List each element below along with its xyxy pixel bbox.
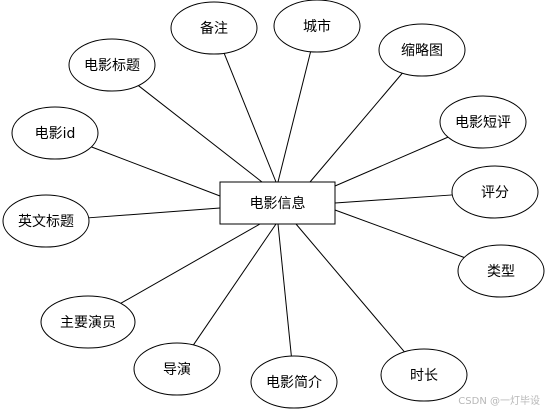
attribute-ellipse	[40, 295, 136, 349]
attribute-ellipse	[378, 23, 466, 77]
attribute-node-director: 导演	[133, 342, 221, 396]
edge-city	[277, 51, 312, 183]
watermark: CSDN @一灯毕设	[458, 396, 540, 407]
attribute-label: 城市	[303, 18, 331, 35]
attribute-ellipse	[439, 95, 527, 149]
attribute-node-city: 城市	[273, 0, 361, 53]
edge-movie-title	[138, 85, 263, 183]
attribute-ellipse	[68, 38, 156, 92]
entity-node: 电影信息	[219, 181, 336, 225]
edge-cast	[120, 223, 261, 304]
attribute-ellipse	[133, 342, 221, 396]
attribute-node-thumbnail: 缩略图	[378, 23, 466, 77]
attribute-label: 电影id	[35, 126, 76, 142]
edge-thumbnail	[309, 72, 403, 183]
attribute-node-rating: 评分	[451, 165, 539, 219]
attribute-ellipse	[170, 1, 258, 55]
edge-synopsis	[277, 223, 292, 357]
attribute-label: 电影标题	[84, 58, 140, 74]
edge-short-review	[334, 136, 449, 187]
attribute-label: 备注	[200, 20, 228, 37]
attribute-label: 电影简介	[266, 374, 322, 391]
edge-movie-id	[91, 146, 221, 197]
attribute-node-movie-title: 电影标题	[68, 38, 156, 92]
edge-director	[192, 223, 277, 346]
attribute-ellipse	[11, 106, 99, 160]
entity-rectangle	[219, 181, 336, 225]
attribute-ellipse	[273, 0, 361, 53]
attribute-ellipse	[380, 348, 468, 402]
attribute-node-type: 类型	[457, 244, 545, 298]
edge-rating	[334, 194, 453, 204]
attribute-node-english-title: 英文标题	[2, 194, 90, 248]
attribute-label: 评分	[481, 185, 509, 201]
entity-label: 电影信息	[250, 195, 306, 212]
attribute-label: 类型	[487, 264, 515, 280]
edge-english-title	[88, 207, 221, 219]
diagram-edges	[88, 51, 465, 357]
edge-duration	[295, 223, 405, 353]
edge-type	[334, 209, 465, 258]
attribute-node-synopsis: 电影简介	[250, 355, 338, 409]
attribute-label: 缩略图	[401, 43, 443, 59]
attribute-label: 英文标题	[18, 213, 74, 230]
attribute-ellipse	[457, 244, 545, 298]
attribute-label: 时长	[410, 368, 438, 384]
attribute-ellipse	[250, 355, 338, 409]
attribute-node-movie-id: 电影id	[11, 106, 99, 160]
attribute-label: 导演	[163, 362, 191, 378]
attribute-node-duration: 时长	[380, 348, 468, 402]
attribute-node-cast: 主要演员	[40, 295, 136, 349]
edge-remarks	[223, 53, 277, 183]
attribute-ellipse	[451, 165, 539, 219]
attribute-label: 电影短评	[455, 115, 511, 131]
attribute-node-remarks: 备注	[170, 1, 258, 55]
attribute-label: 主要演员	[60, 315, 116, 331]
attribute-node-short-review: 电影短评	[439, 95, 527, 149]
attribute-ellipse	[2, 194, 90, 248]
